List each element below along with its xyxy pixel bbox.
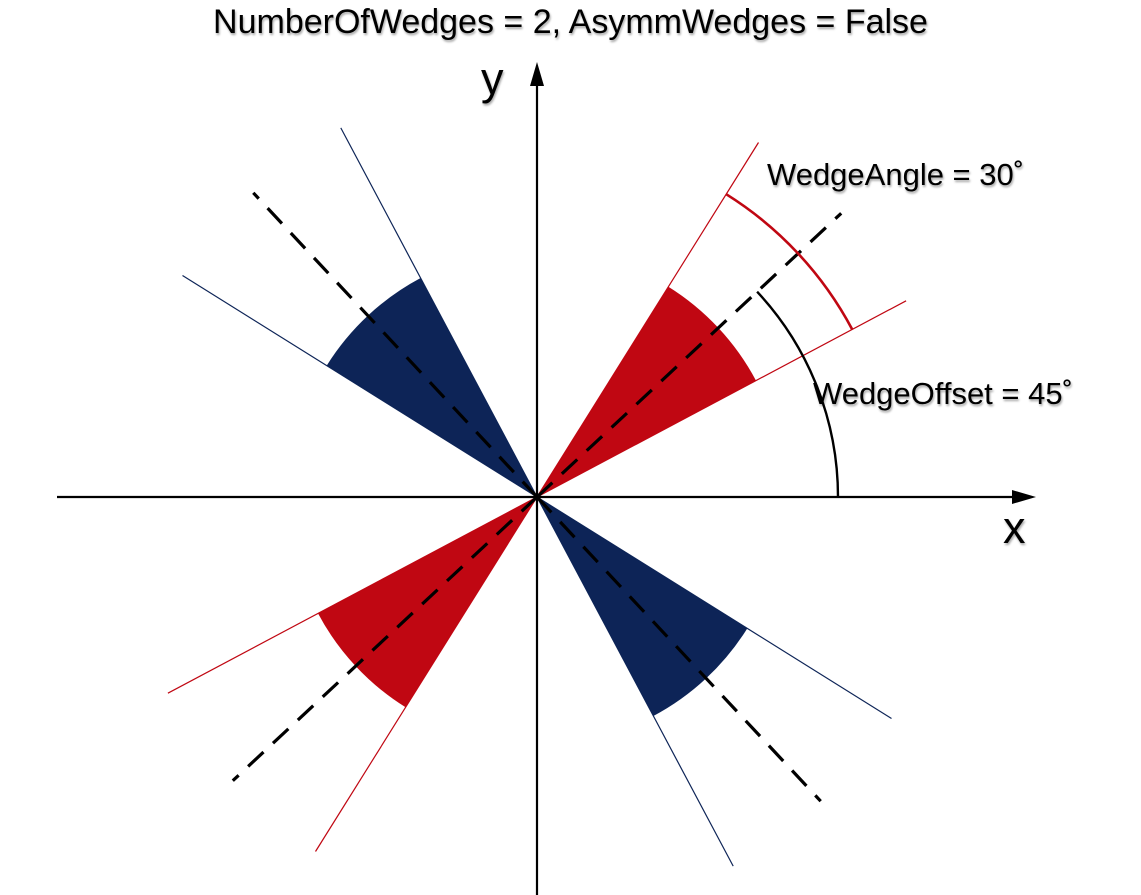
wedge-offset-arc (756, 290, 840, 498)
wedge-edge-line (536, 142, 760, 498)
wedge-edge-line (182, 274, 538, 498)
wedge-offset-annotation: WedgeOffset = 45˚ (813, 376, 1073, 411)
wedge-edge-line (536, 300, 907, 498)
x-axis-arrowhead-icon (1012, 490, 1036, 504)
wedge-axis-dashed-line (231, 495, 539, 782)
wedge-edge-line (536, 496, 734, 867)
y-axis-arrowhead-icon (530, 62, 544, 86)
wedge-axis-dashed-line (535, 495, 822, 803)
wedge-edge-line (167, 496, 538, 694)
wedge-axis-dashed-line (535, 212, 843, 499)
wedge-edge-line (340, 127, 538, 498)
y-axis-label: y (481, 53, 504, 104)
x-axis-label: x (1003, 502, 1026, 553)
wedge-angle-annotation: WedgeAngle = 30˚ (767, 157, 1025, 192)
wedge-edge-line (314, 496, 538, 852)
wedge-axis-dashed-line (252, 191, 539, 499)
figure-title: NumberOfWedges = 2, AsymmWedges = False (213, 3, 928, 41)
wedge-edge-line (536, 496, 892, 720)
wedge-angle-arc (725, 193, 854, 331)
